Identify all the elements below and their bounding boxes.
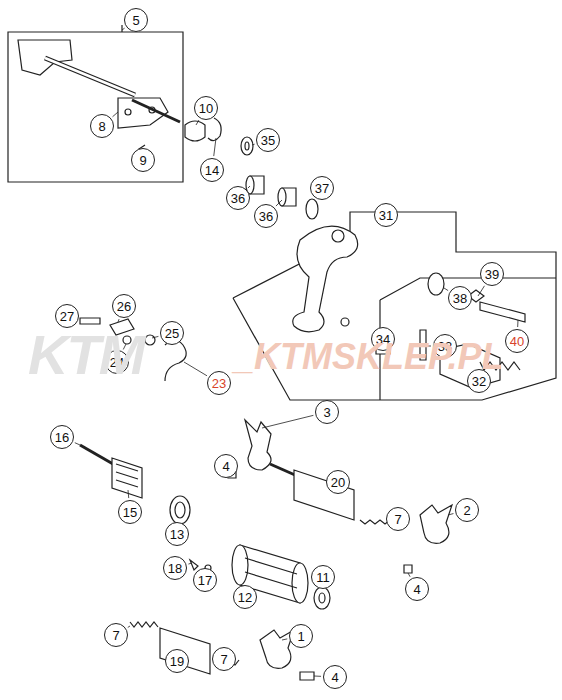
callout-number: 38 <box>448 286 472 310</box>
callout-number: 15 <box>118 500 142 524</box>
callout-number: 7 <box>104 623 128 647</box>
leader-line <box>252 144 255 146</box>
callout-number: 16 <box>50 425 74 449</box>
callout-number: 7 <box>386 507 410 531</box>
callout-number: 11 <box>311 565 335 589</box>
callout-number: 4 <box>214 454 238 478</box>
callout-number: 31 <box>374 203 398 227</box>
leader-line <box>113 112 118 117</box>
watermark-logo: KTM <box>28 322 143 387</box>
leader-line <box>408 573 410 577</box>
leader-line <box>517 320 518 327</box>
callout-number: 10 <box>194 96 218 120</box>
callout-number: 3 <box>315 400 339 424</box>
leader-line <box>282 639 287 640</box>
leader-line <box>214 138 216 156</box>
leader-line <box>128 626 130 627</box>
callout-number: 23 <box>207 371 231 395</box>
callout-number: 2 <box>455 498 479 522</box>
callout-number: 14 <box>200 158 224 182</box>
callout-number: 20 <box>326 470 350 494</box>
leader-line <box>196 120 199 125</box>
callout-number: 8 <box>90 114 114 138</box>
callout-number: 17 <box>193 568 217 592</box>
callout-number: 1 <box>289 624 313 648</box>
callout-number: 40 <box>505 329 529 353</box>
callout-number: 4 <box>405 577 429 601</box>
callout-number: 26 <box>112 294 136 318</box>
callout-number: 7 <box>212 647 236 671</box>
leader-line <box>444 288 448 291</box>
callout-number: 37 <box>310 176 334 200</box>
leader-line <box>248 186 250 188</box>
callout-number: 9 <box>131 148 155 172</box>
leader-line <box>184 362 207 376</box>
callout-number: 36 <box>254 204 278 228</box>
leader-line <box>478 286 484 296</box>
callout-number: 5 <box>124 8 148 32</box>
leader-line <box>314 676 321 677</box>
watermark: _KTMSKLEP.PL <box>234 336 503 378</box>
leader-line <box>75 443 80 445</box>
callout-number: 35 <box>256 128 280 152</box>
callout-number: 36 <box>226 186 250 210</box>
leader-line <box>122 28 125 30</box>
leader-line <box>128 490 130 498</box>
leader-line <box>448 514 453 515</box>
callout-number: 12 <box>233 585 257 609</box>
leader-line <box>276 200 282 206</box>
callout-number: 39 <box>480 262 504 286</box>
callout-number: 18 <box>163 556 187 580</box>
leader-line <box>118 319 119 322</box>
callout-number: 19 <box>165 649 189 673</box>
callout-number: 13 <box>165 522 189 546</box>
leader-line <box>152 336 158 338</box>
leader-line <box>262 415 313 428</box>
callout-number: 4 <box>323 665 347 689</box>
callout-number: 25 <box>160 321 184 345</box>
leader-line <box>188 563 192 564</box>
